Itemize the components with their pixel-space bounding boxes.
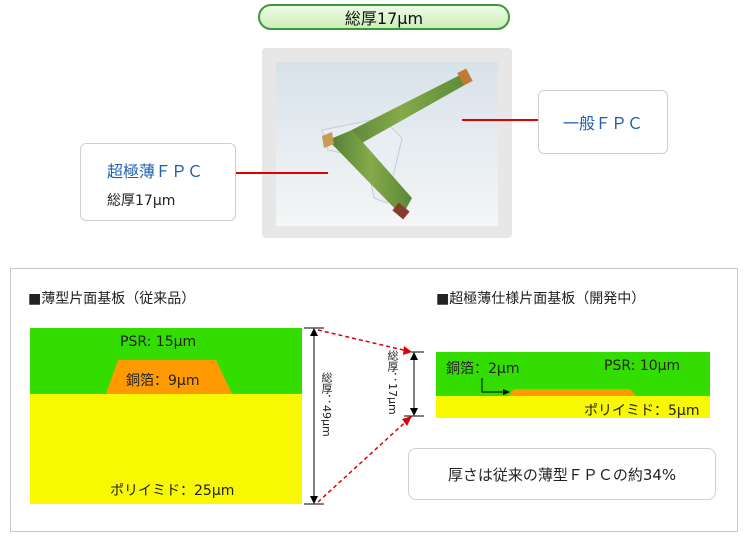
projection-line-bottom (317, 415, 413, 503)
thickness-ratio-note: 厚さは従来の薄型ＦＰＣの約34% (408, 448, 716, 500)
right-polyimide-layer (436, 396, 710, 418)
right-total-label: 総厚：17μm (386, 350, 399, 415)
right-polyimide-label: ポリイミド：5μm (584, 403, 700, 419)
projection-line-top (317, 329, 413, 353)
fpc-photo-illustration (276, 62, 498, 226)
left-total-label: 総厚：49μm (320, 372, 333, 437)
total-thickness-label: 総厚17μm (344, 9, 424, 28)
copper-pointer-arrow (481, 378, 508, 393)
left-polyimide-label: ポリイミド：25μm (110, 483, 235, 499)
general-fpc-callout: 一般ＦＰＣ (538, 90, 668, 154)
callout-connectors (236, 119, 538, 174)
left-copper-label: 銅箔：9μm (126, 373, 200, 389)
right-psr-label: PSR: 10μm (604, 358, 681, 374)
comparison-section (10, 268, 738, 532)
thickness-ratio-text: 厚さは従来の薄型ＦＰＣの約34% (447, 465, 677, 484)
general-fpc-label: 一般ＦＰＣ (562, 114, 643, 133)
right-copper-layer (508, 389, 636, 396)
left-copper-layer (106, 360, 232, 394)
ultra-thin-fpc-label: 超極薄ＦＰＣ (107, 162, 204, 181)
right-copper-label: 銅箔：2μm (446, 361, 520, 377)
fpc-photo (262, 48, 512, 238)
total-thickness-badge: 総厚17μm (258, 4, 510, 30)
left-polyimide-layer (30, 394, 302, 504)
left-psr-label: PSR: 15μm (120, 334, 197, 350)
ultra-thin-board-title: ■超極薄仕様片面基板（開発中） (436, 291, 646, 307)
conventional-board-title: ■薄型片面基板（従来品） (28, 291, 196, 307)
ultra-thin-fpc-callout: 超極薄ＦＰＣ 総厚17μm (80, 143, 236, 221)
ultra-thin-total-label: 総厚17μm (107, 193, 176, 209)
